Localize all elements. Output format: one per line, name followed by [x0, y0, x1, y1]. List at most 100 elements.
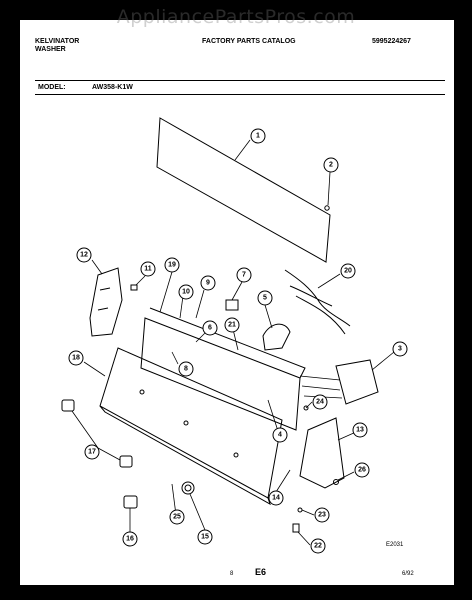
catalog-title: FACTORY PARTS CATALOG: [202, 38, 296, 45]
part-shapes: [61, 117, 379, 533]
svg-text:6: 6: [208, 325, 212, 332]
svg-text:4: 4: [278, 432, 282, 439]
part-panel-hole: [139, 389, 145, 395]
header-rule-bottom: [35, 94, 445, 95]
svg-text:8: 8: [184, 366, 188, 373]
callout-2: 2: [323, 157, 339, 173]
callout-8: 8: [178, 361, 194, 377]
svg-text:21: 21: [228, 322, 236, 329]
leader-10: [179, 295, 184, 319]
model-value: AW358-K1W: [92, 84, 133, 91]
part-top-panel: [156, 117, 331, 263]
part-panel-hole: [233, 452, 239, 458]
part-control-console: [140, 317, 301, 431]
svg-text:18: 18: [72, 355, 80, 362]
part-screw: [292, 523, 300, 533]
callout-7: 7: [236, 267, 252, 283]
leader-7: [231, 281, 243, 301]
callout-5: 5: [257, 290, 273, 306]
svg-text:19: 19: [168, 262, 176, 269]
callout-21: 21: [224, 317, 240, 333]
callout-24: 24: [312, 394, 328, 410]
leader-26: [337, 471, 355, 481]
part-screw: [303, 405, 309, 411]
svg-text:15: 15: [201, 534, 209, 541]
leader-22: [297, 531, 311, 546]
svg-text:10: 10: [182, 289, 190, 296]
leader-13: [337, 431, 357, 441]
leader-5: [264, 304, 273, 329]
svg-text:22: 22: [314, 543, 322, 550]
callout-markers: 1 2 3 4 5 6 7 8 9 10 11 12 13 14 15 16 1…: [68, 128, 408, 554]
part-bracket: [89, 267, 123, 337]
part-switch: [225, 299, 239, 311]
diagram-code: E2031: [386, 542, 404, 548]
catalog-date: 6/92: [402, 571, 414, 577]
callout-10: 10: [178, 284, 194, 300]
svg-text:1: 1: [256, 133, 260, 140]
svg-text:23: 23: [318, 512, 326, 519]
leader-4: [267, 399, 278, 429]
callout-3: 3: [392, 341, 408, 357]
product-type: WASHER: [35, 46, 66, 53]
svg-text:17: 17: [88, 449, 96, 456]
callout-9: 9: [200, 275, 216, 291]
part-knob-bracket: [262, 323, 291, 351]
part-console-rail: [149, 307, 306, 379]
part-end-cap: [299, 417, 345, 489]
leader-24: [305, 401, 313, 409]
callout-17a: 17: [84, 444, 100, 460]
part-timer: [335, 359, 379, 405]
callout-23: 23: [314, 507, 330, 523]
leader-6: [195, 332, 206, 343]
leader-9: [195, 289, 205, 319]
page-number: 8: [230, 571, 234, 577]
part-clip: [130, 284, 138, 291]
leader-18: [83, 361, 106, 377]
svg-text:3: 3: [398, 346, 402, 353]
callout-16: 16: [122, 531, 138, 547]
model-label: MODEL:: [38, 84, 66, 91]
svg-text:20: 20: [344, 268, 352, 275]
part-screw: [333, 479, 339, 485]
catalog-number: 5995224267: [372, 38, 411, 45]
leader-8: [171, 351, 179, 365]
callout-6: 6: [202, 320, 218, 336]
leader-15: [189, 493, 206, 531]
svg-text:25: 25: [173, 514, 181, 521]
svg-text:9: 9: [206, 280, 210, 287]
part-selector: [181, 481, 195, 495]
leader-17a: [71, 410, 99, 449]
svg-text:16: 16: [126, 536, 134, 543]
catalog-sheet: [20, 20, 454, 585]
part-knob: [123, 495, 138, 509]
svg-text:14: 14: [272, 495, 280, 502]
callout-20: 20: [340, 263, 356, 279]
leader-11: [135, 275, 146, 286]
svg-text:13: 13: [356, 427, 364, 434]
callout-19: 19: [164, 257, 180, 273]
leader-14: [275, 469, 291, 493]
header-rule-top: [35, 80, 445, 81]
leader-20: [317, 273, 341, 289]
callout-4: 4: [272, 427, 288, 443]
svg-text:11: 11: [144, 266, 152, 273]
svg-text:5: 5: [263, 295, 267, 302]
part-knob: [61, 399, 75, 412]
callout-12: 12: [76, 247, 92, 263]
svg-text:2: 2: [329, 162, 333, 169]
callout-13: 13: [352, 422, 368, 438]
leader-2: [327, 171, 331, 206]
leader-12: [91, 259, 103, 275]
callout-26: 26: [354, 462, 370, 478]
callout-25: 25: [169, 509, 185, 525]
callout-18: 18: [68, 350, 84, 366]
leader-23: [301, 509, 315, 516]
svg-text:24: 24: [316, 399, 324, 406]
leader-19: [159, 271, 173, 313]
callout-22: 22: [310, 538, 326, 554]
callout-1: 1: [250, 128, 266, 144]
leader-1: [234, 139, 251, 161]
leader-lines: [71, 139, 395, 546]
